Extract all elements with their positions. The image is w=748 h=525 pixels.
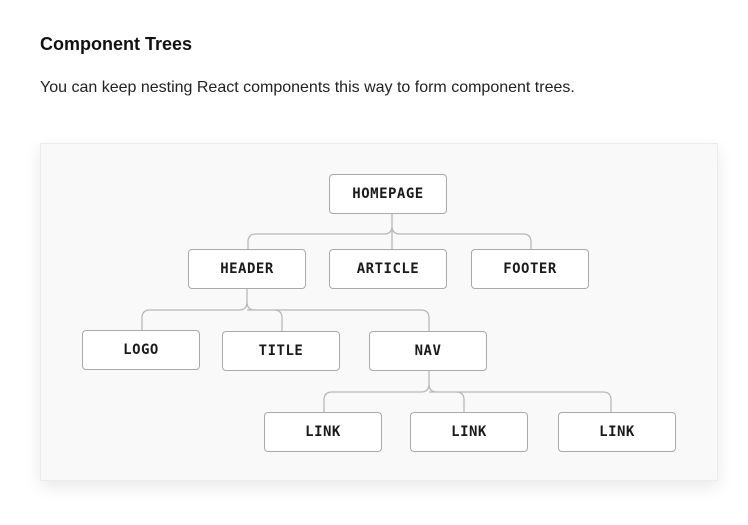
connector-homepage-children	[247, 214, 532, 249]
node-logo: LOGO	[82, 330, 200, 370]
node-link-1: LINK	[264, 412, 382, 452]
node-header: HEADER	[188, 249, 306, 289]
node-footer: FOOTER	[471, 249, 589, 289]
tree-connectors	[141, 214, 612, 412]
node-article: ARTICLE	[329, 249, 447, 289]
section-description: You can keep nesting React components th…	[40, 79, 575, 96]
section-title: Component Trees	[40, 34, 193, 54]
connector-nav-children	[323, 371, 612, 412]
node-link-2: LINK	[410, 412, 528, 452]
node-link-3: LINK	[558, 412, 676, 452]
node-nav: NAV	[369, 331, 487, 371]
connector-header-children	[141, 289, 430, 331]
component-tree-diagram: HOMEPAGE HEADER ARTICLE FOOTER LOGO TITL…	[40, 143, 718, 481]
node-homepage: HOMEPAGE	[329, 174, 447, 214]
node-title: TITLE	[222, 331, 340, 371]
